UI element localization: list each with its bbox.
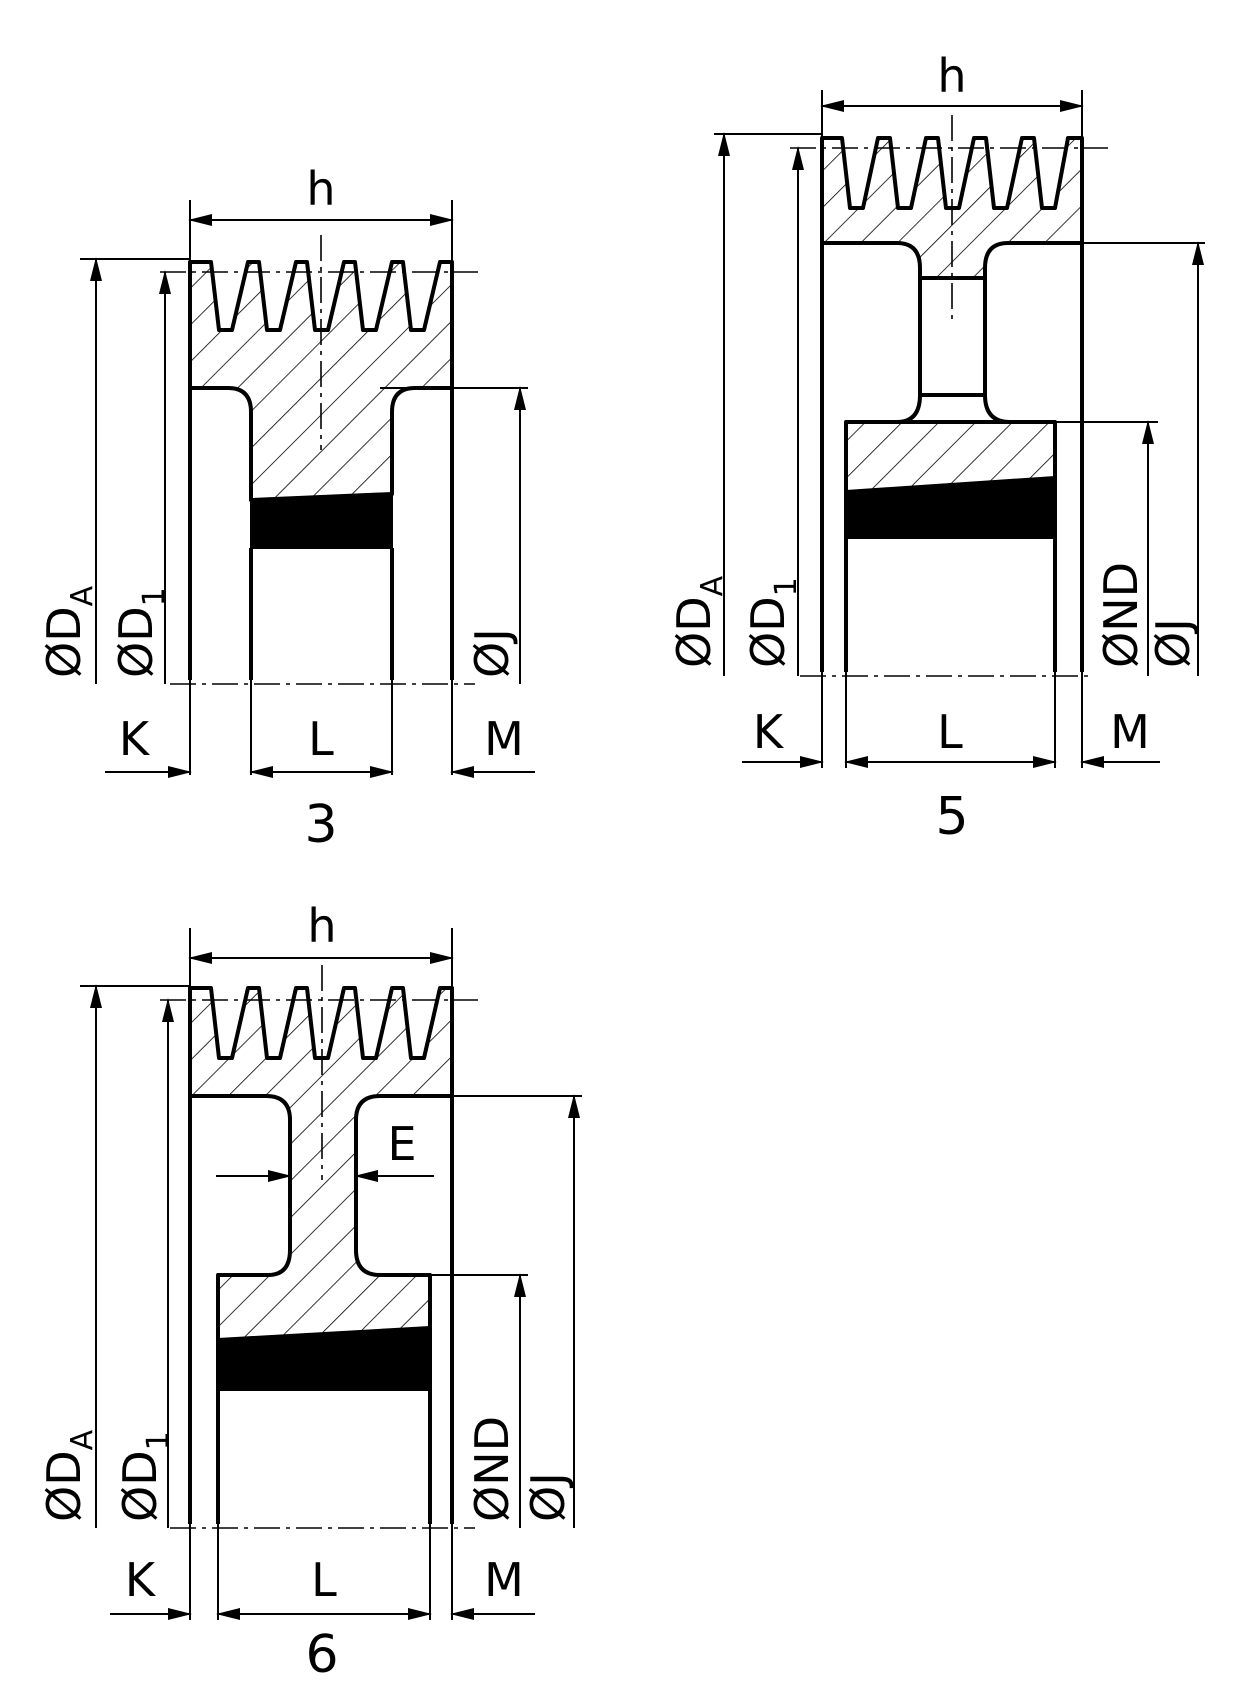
figure-3-d1-label: ØD1 (109, 587, 172, 678)
figure-6-h-label: h (307, 899, 336, 953)
figure-5-nd-label: ØND (1094, 562, 1148, 668)
figure-5-k-label: K (753, 705, 785, 759)
figure-3-l-label: L (308, 712, 334, 766)
figure-5-j-label: ØJ (1146, 618, 1200, 668)
figure-3-da-label: ØDA (37, 585, 100, 678)
figure-5-m-label: M (1110, 705, 1150, 759)
figure-5-d1-label: ØD1 (741, 577, 804, 668)
figure-6-pulley-body (188, 986, 454, 1342)
figure-6-d1-label: ØD1 (113, 1431, 176, 1522)
figure-6-e-label: E (387, 1117, 416, 1171)
figure-6: h E ØDA ØD1 ØND ØJ K L M 6 (37, 899, 582, 1685)
figure-5-h-label: h (937, 49, 966, 103)
figure-6-nd-label: ØND (465, 1416, 519, 1522)
figure-6-l-label: L (311, 1553, 337, 1607)
figure-6-m-label: M (484, 1553, 524, 1607)
figure-3-k-label: K (119, 712, 151, 766)
figure-3-bore-band (250, 492, 393, 549)
figure-6-bore-band (217, 1326, 431, 1391)
figure-3-j-label: ØJ (465, 628, 519, 678)
figure-3-h-label: h (306, 162, 335, 216)
figure-5-l-label: L (937, 705, 963, 759)
figure-3-m-label: M (484, 712, 524, 766)
figure-5-hub-right-fillet (983, 268, 1055, 424)
figure-6-k-label: K (125, 1553, 157, 1607)
figure-6-da-label: ØDA (37, 1429, 100, 1522)
figure-6-caption: 6 (305, 1625, 338, 1685)
figure-5-caption: 5 (935, 787, 968, 847)
figure-5: h ØDA ØD1 ØND ØJ K L M 5 (667, 49, 1205, 847)
figure-5-da-label: ØDA (667, 575, 730, 668)
figure-3: h ØDA ØD1 ØJ K L M 3 (37, 162, 535, 855)
figure-3-caption: 3 (304, 795, 337, 855)
figure-5-hub-left-fillet (846, 394, 922, 424)
figure-6-j-label: ØJ (521, 1472, 575, 1522)
